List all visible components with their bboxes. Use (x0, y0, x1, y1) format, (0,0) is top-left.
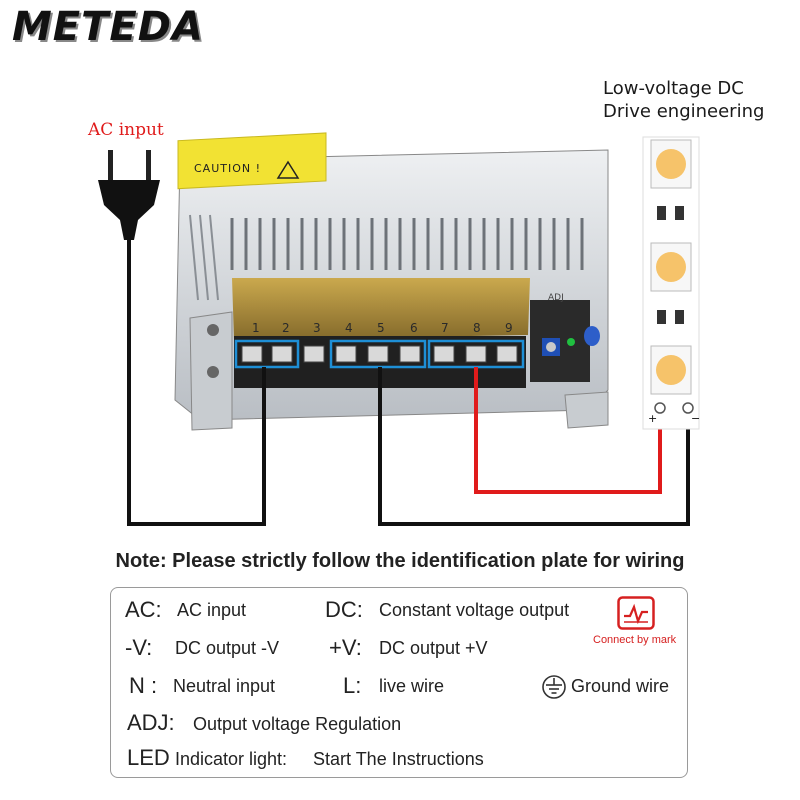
led-chip (656, 355, 686, 385)
terminal-number: 9 (505, 321, 513, 335)
led-chip (656, 252, 686, 282)
strip-plus-label: + (648, 412, 657, 425)
terminal-number: 3 (313, 321, 321, 335)
legend-l-desc: live wire (379, 676, 445, 696)
connect-by-mark-caption: Connect by mark (593, 634, 677, 646)
legend-panel: AC: AC input DC: Constant voltage output… (110, 587, 688, 778)
legend-adj-code: ADJ: (127, 710, 175, 735)
terminal-number: 1 (252, 321, 260, 335)
caution-sticker (177, 132, 327, 190)
led-chip (656, 149, 686, 179)
ground-icon (542, 675, 566, 699)
ac-wire (127, 238, 266, 526)
power-supply-unit: CAUTION ! 1 2 3 4 5 6 7 8 9 (174, 132, 609, 431)
terminal-number: 5 (377, 321, 385, 335)
terminal-number: 6 (410, 321, 418, 335)
adj-label: ADJ (548, 293, 564, 303)
legend-dc-desc: Constant voltage output (379, 600, 570, 620)
ac-input-label: AC input (88, 120, 164, 140)
indicator-led (567, 338, 575, 346)
terminal-cover (232, 278, 530, 340)
positive-wire (474, 367, 662, 494)
led-caption-line-1: Low-voltage DC (603, 78, 744, 99)
caution-label: CAUTION ! (194, 162, 261, 175)
negative-wire (378, 367, 690, 526)
legend-led-desc-2: Start The Instructions (313, 749, 484, 769)
legend-n-desc: Neutral input (173, 676, 276, 696)
legend-adj-desc: Output voltage Regulation (193, 714, 402, 734)
wires (127, 238, 690, 526)
strip-minus-label: − (691, 412, 700, 425)
terminal-number: 2 (282, 321, 290, 335)
wiring-diagram: CAUTION ! 1 2 3 4 5 6 7 8 9 (98, 132, 700, 526)
legend-ac-desc: AC input (177, 600, 247, 620)
terminal-number: 4 (345, 321, 353, 335)
vent-grille (230, 218, 584, 270)
legend-n-code: N : (129, 673, 158, 698)
legend-minus-v-code: -V: (125, 635, 153, 660)
led-caption-line-2: Drive engineering (603, 101, 765, 122)
terminal-number: 8 (473, 321, 481, 335)
terminal-screws (241, 345, 518, 363)
legend-minus-v-desc: DC output -V (175, 638, 280, 658)
plug-icon (98, 150, 160, 240)
wiring-note: Note: Please strictly follow the identif… (115, 550, 685, 572)
led-strip: + − (642, 136, 700, 430)
legend-dc-code: DC: (325, 597, 363, 622)
legend-led-code: LED (127, 745, 170, 770)
warning-icon (276, 160, 300, 179)
legend-l-code: L: (343, 673, 362, 698)
ac-terminal-group (234, 339, 300, 369)
terminal-number: 7 (441, 321, 449, 335)
legend-ac-code: AC: (125, 597, 162, 622)
brand-logo: METEDA (12, 4, 204, 50)
legend-plus-v-code: +V: (329, 635, 362, 660)
legend-plus-v-desc: DC output +V (379, 638, 488, 658)
legend-ground-desc: Ground wire (571, 676, 670, 696)
legend-led-desc: Indicator light: (175, 749, 288, 769)
terminal-numbers: 1 2 3 4 5 6 7 8 9 (252, 321, 513, 335)
led-strip-caption: Low-voltage DC Drive engineering (603, 77, 764, 123)
connect-by-mark-icon (617, 596, 655, 630)
